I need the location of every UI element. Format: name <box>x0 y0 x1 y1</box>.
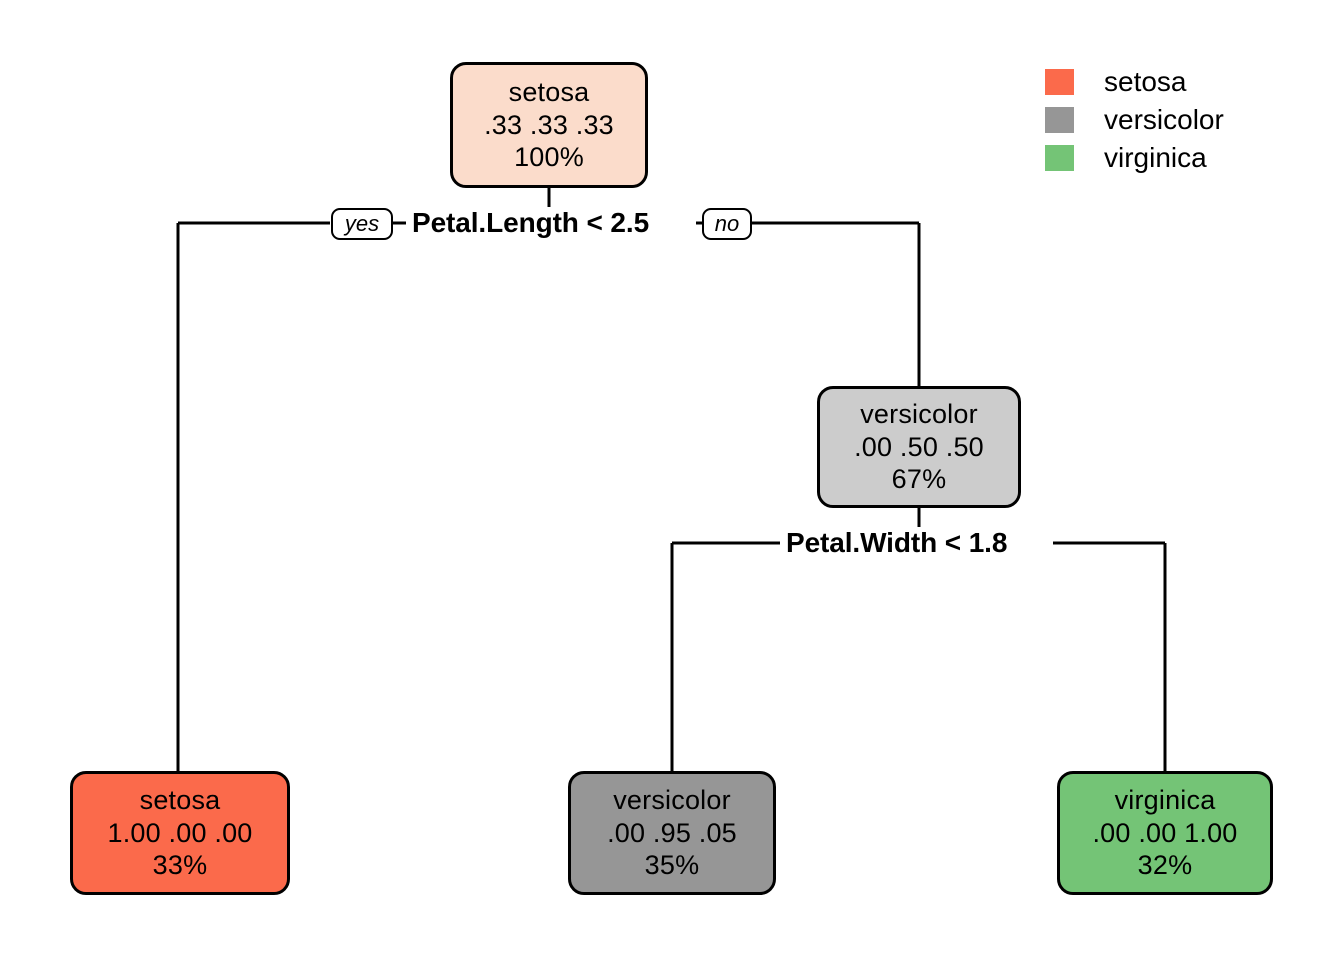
node-setosa-leaf-probs: 1.00 .00 .00 <box>107 817 253 848</box>
node-setosa-leaf-percent: 33% <box>152 850 208 881</box>
node-root-label: setosa <box>508 76 590 107</box>
node-versicolor-leaf[interactable]: versicolor .00 .95 .05 35% <box>568 771 776 895</box>
legend: setosa versicolor virginica <box>1045 63 1224 177</box>
legend-label-versicolor: versicolor <box>1104 104 1224 135</box>
split1-condition-text: Petal.Length < 2.5 <box>412 207 650 238</box>
node-setosa-leaf[interactable]: setosa 1.00 .00 .00 33% <box>70 771 290 895</box>
split1-condition[interactable]: Petal.Length < 2.5 <box>406 207 656 239</box>
node-versicolor-internal-probs: .00 .50 .50 <box>854 431 984 462</box>
node-versicolor-leaf-probs: .00 .95 .05 <box>607 817 737 848</box>
node-versicolor-leaf-label: versicolor <box>613 784 731 815</box>
node-root[interactable]: setosa .33 .33 .33 100% <box>450 62 648 188</box>
node-virginica-leaf-percent: 32% <box>1137 850 1193 881</box>
node-versicolor-internal-label: versicolor <box>860 398 978 429</box>
node-versicolor-internal[interactable]: versicolor .00 .50 .50 67% <box>817 386 1021 508</box>
node-versicolor-internal-percent: 67% <box>891 464 947 495</box>
split1-yes-label: yes <box>344 211 380 236</box>
split1-no-label: no <box>714 211 740 236</box>
node-versicolor-leaf-percent: 35% <box>644 850 700 881</box>
legend-label-virginica: virginica <box>1104 142 1207 173</box>
split2-condition-text: Petal.Width < 1.8 <box>786 527 1008 558</box>
legend-item-virginica[interactable]: virginica <box>1045 139 1224 177</box>
node-setosa-leaf-label: setosa <box>139 784 221 815</box>
legend-item-versicolor[interactable]: versicolor <box>1045 101 1224 139</box>
legend-label-setosa: setosa <box>1104 66 1187 97</box>
split2-condition[interactable]: Petal.Width < 1.8 <box>780 527 1014 559</box>
legend-swatch-virginica <box>1045 145 1074 171</box>
split1-yes-badge[interactable]: yes <box>331 208 393 240</box>
legend-swatch-setosa <box>1045 69 1074 95</box>
node-virginica-leaf-probs: .00 .00 1.00 <box>1092 817 1238 848</box>
node-root-probs: .33 .33 .33 <box>484 109 614 140</box>
node-virginica-leaf[interactable]: virginica .00 .00 1.00 32% <box>1057 771 1273 895</box>
legend-swatch-versicolor <box>1045 107 1074 133</box>
legend-item-setosa[interactable]: setosa <box>1045 63 1224 101</box>
node-virginica-leaf-label: virginica <box>1114 784 1216 815</box>
node-root-percent: 100% <box>514 142 584 173</box>
split1-no-badge[interactable]: no <box>702 208 752 240</box>
